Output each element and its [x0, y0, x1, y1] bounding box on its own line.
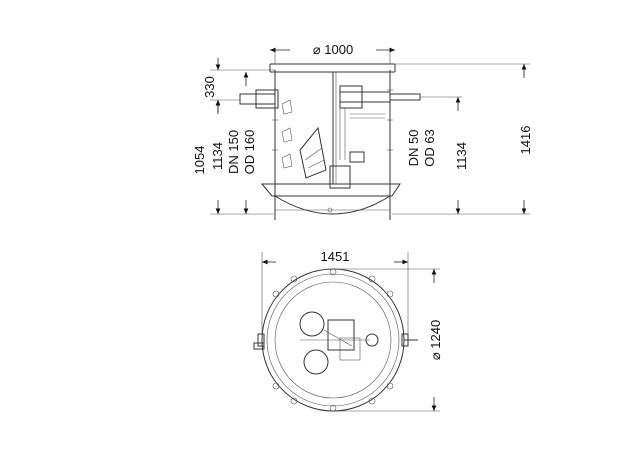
outlet-pipe-label-od: OD 63: [422, 129, 437, 167]
side-view: ⌀ 1000 330 1054 1134 DN 150 OD 160: [192, 42, 533, 220]
top-pump-assembly: [299, 311, 379, 375]
total-height-label: 1416: [518, 126, 533, 155]
pump-assembly: [281, 72, 391, 189]
dim-diameter-1240: ⌀ 1240: [333, 268, 443, 412]
top-diameter-label: ⌀ 1240: [428, 320, 443, 360]
dim-1416: 1416: [395, 63, 533, 215]
top-view: 1451 ⌀ 1240: [253, 249, 443, 412]
tank-body: [260, 63, 401, 220]
inlet-depth-label: 330: [202, 76, 217, 98]
outlet-to-bottom-label: 1134: [454, 142, 469, 170]
dim-1134-left: 1134 DN 150 OD 160: [210, 72, 257, 214]
inlet-pipe-label-od: OD 160: [242, 130, 257, 175]
top-inlet-stub: [253, 342, 265, 350]
top-width-label: 1451: [321, 249, 350, 264]
outlet-pipe: [389, 93, 421, 101]
dim-1054: 1054: [192, 100, 275, 215]
inlet-to-bottom-label: 1134: [210, 142, 225, 170]
dim-1134-right: 1134 DN 50 OD 63: [392, 96, 469, 215]
diameter-1000-label: ⌀ 1000: [313, 42, 353, 57]
dim-diameter-1000: ⌀ 1000: [270, 42, 395, 64]
inlet-pipe: [239, 89, 279, 109]
dim-1451: 1451: [261, 249, 409, 334]
pump-height-label: 1054: [192, 146, 207, 175]
outlet-pipe-label-dn: DN 50: [406, 130, 421, 167]
inlet-pipe-label-dn: DN 150: [226, 130, 241, 174]
